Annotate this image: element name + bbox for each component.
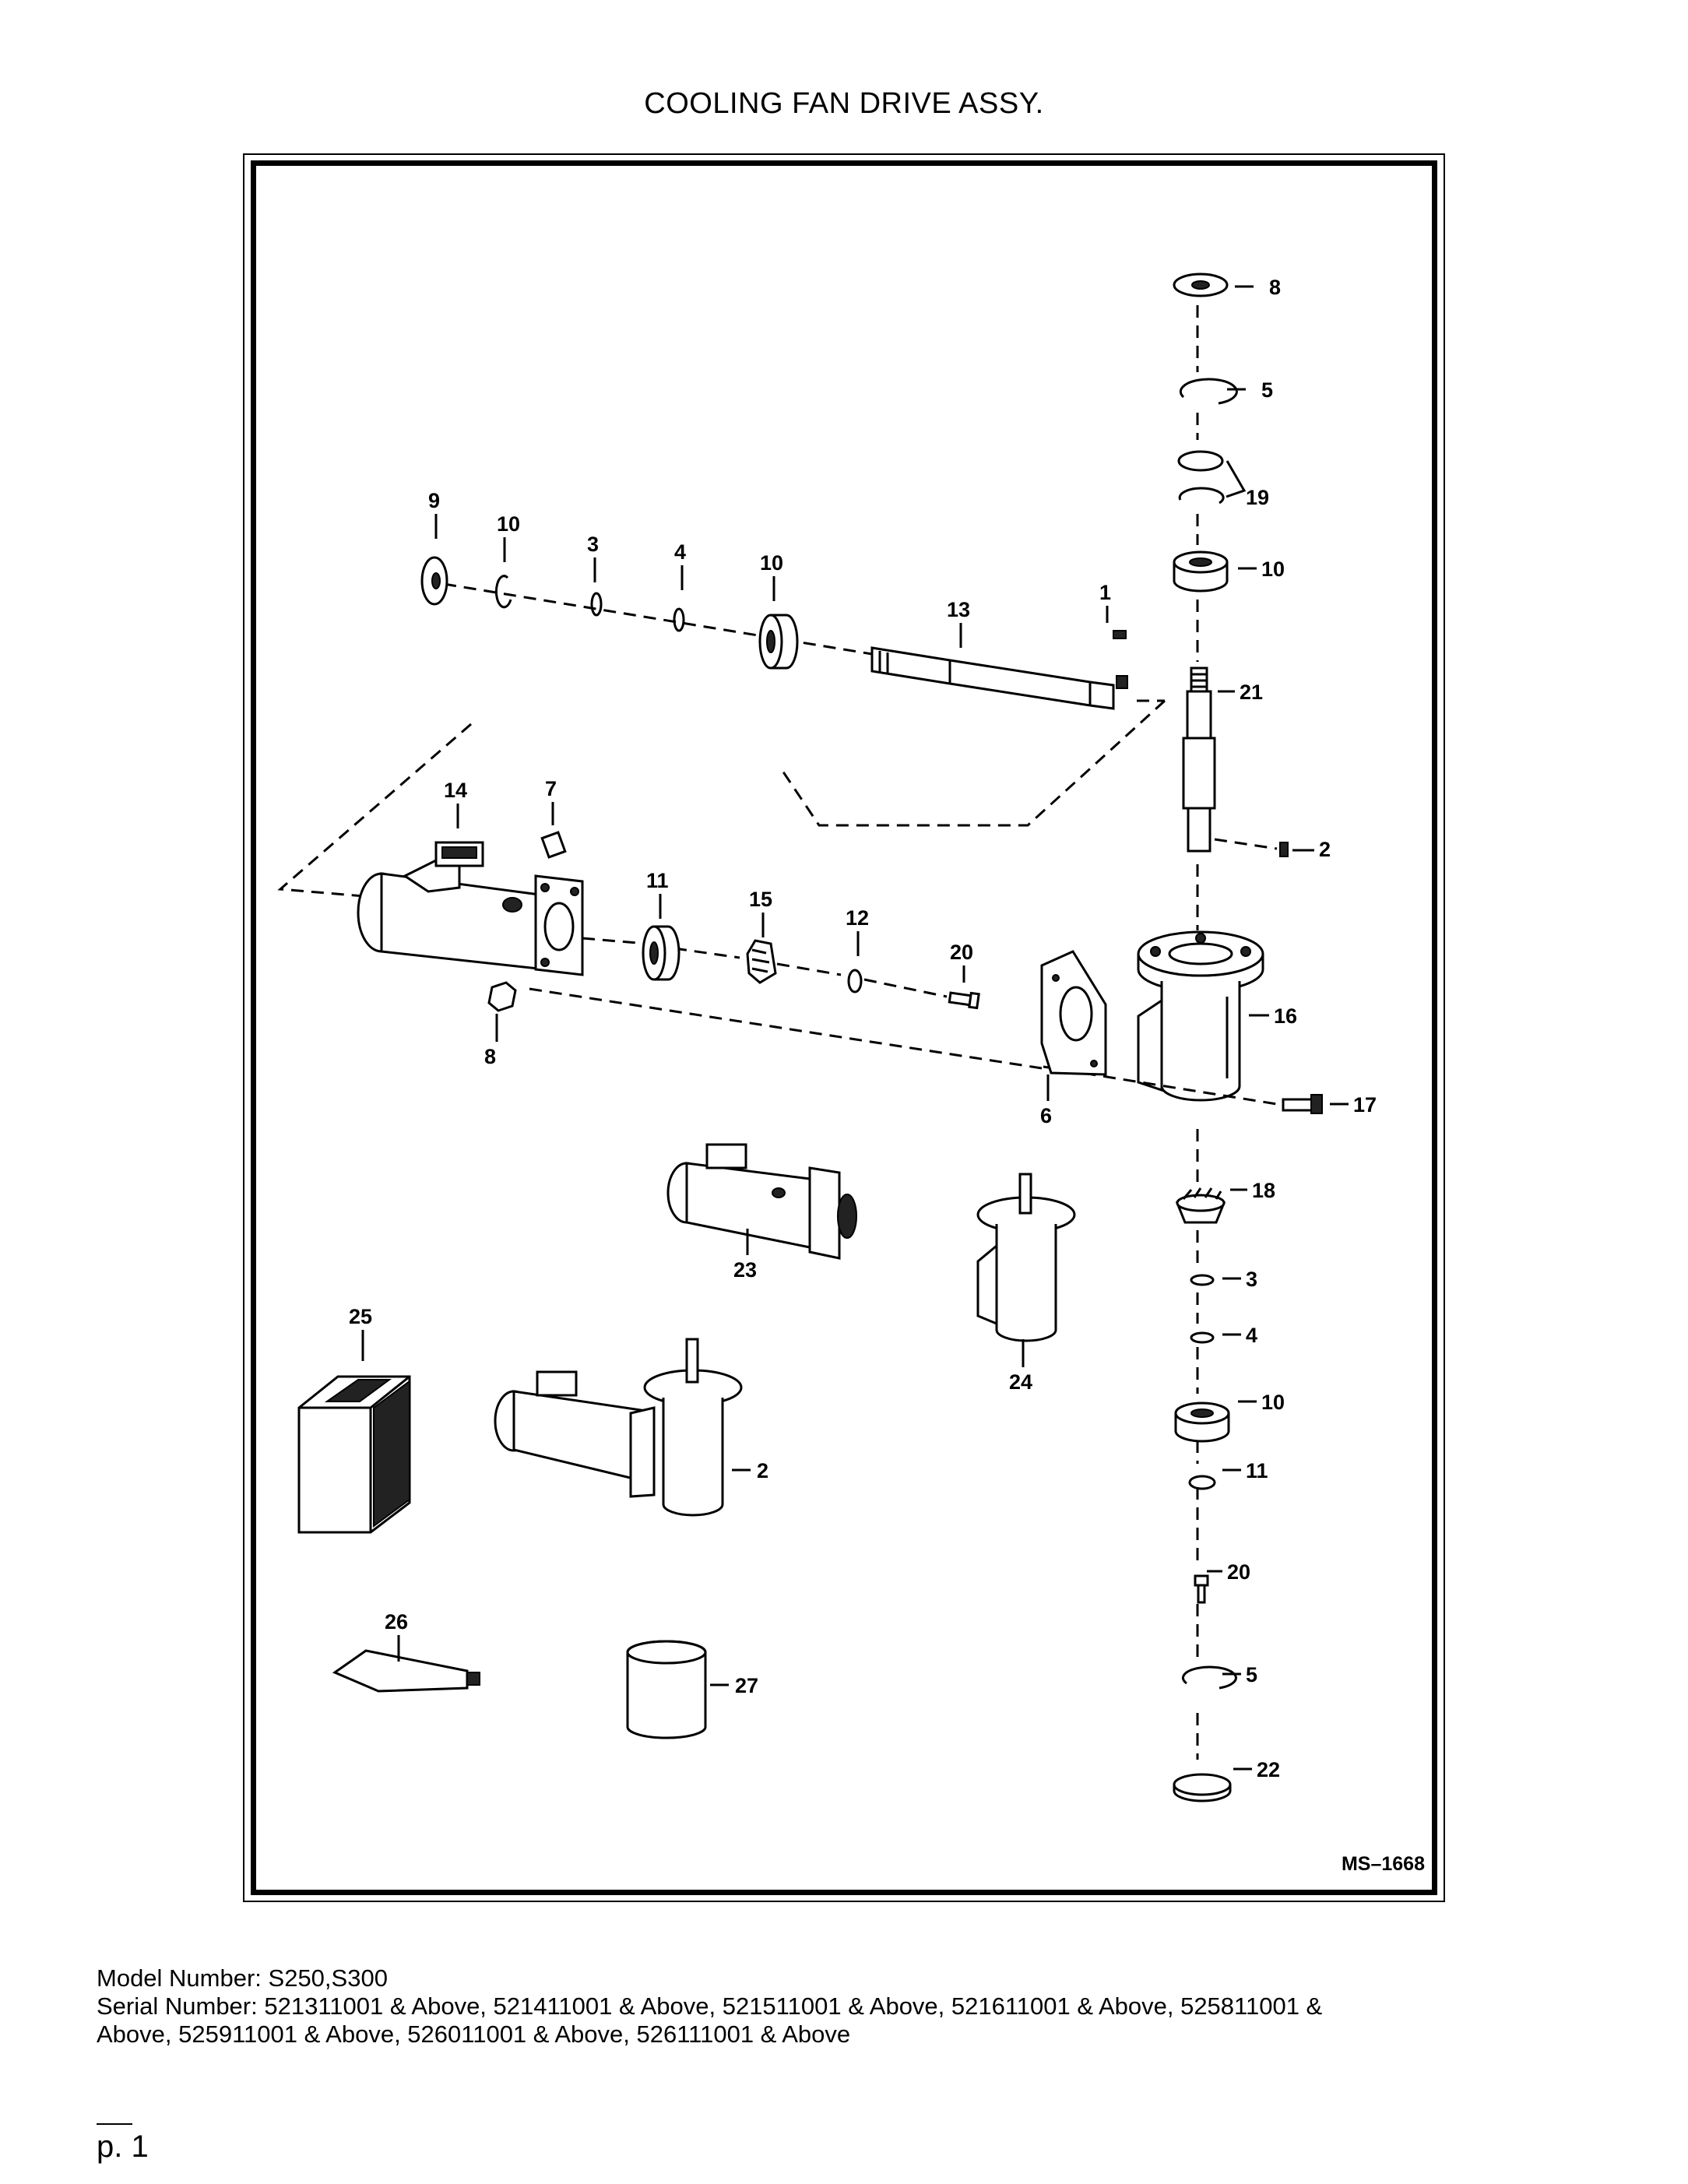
gasket-7 — [1040, 950, 1107, 1076]
callout-16: 16 — [1274, 1004, 1297, 1028]
callout-5-top: 5 — [1261, 378, 1273, 402]
screw-20-vertical — [1194, 1574, 1209, 1604]
ring-11-vertical — [1188, 1475, 1216, 1490]
callout-21: 21 — [1240, 681, 1263, 704]
snap-ring-5-top — [1179, 378, 1238, 405]
ring-9 — [494, 575, 512, 609]
callout-25: 23 — [733, 1258, 757, 1282]
page-rule — [97, 2123, 132, 2125]
tube-23 — [332, 1649, 480, 1693]
serial-number-line-2: Above, 525911001 & Above, 526011001 & Ab… — [97, 2020, 851, 2048]
callout-15: 8 — [484, 1045, 496, 1068]
callout-10-horizontal-upper: 10 — [760, 551, 783, 575]
bolt-17 — [1043, 1065, 1323, 1114]
callout-19: 19 — [1246, 486, 1269, 509]
subassembly-26 — [976, 1173, 1076, 1342]
washer-8-top — [1173, 273, 1229, 297]
callout-18: 18 — [1252, 1179, 1275, 1202]
screw-20-horizontal — [948, 991, 980, 1010]
pin-2-upper — [1113, 630, 1128, 689]
ring-3-vertical — [1190, 1274, 1215, 1286]
assembly-1 — [494, 1338, 743, 1517]
callout-6: 7 — [545, 777, 557, 800]
callout-22: 22 — [1257, 1758, 1280, 1781]
callout-8-left: 9 — [428, 489, 440, 512]
callout-labels: 8 5 19 10 21 2 16 17 18 3 4 10 11 20 5 2… — [349, 276, 1377, 1781]
shaft-12 — [870, 646, 1115, 710]
washer-8-left — [420, 556, 448, 606]
upper-shaft-centerline — [277, 582, 1166, 914]
callout-8-top: 8 — [1269, 276, 1281, 299]
callout-13: 14 — [444, 779, 467, 802]
shim-19 — [1177, 450, 1225, 505]
diagram-frame-outer — [243, 153, 1445, 1902]
ring-4-horizontal — [673, 607, 685, 632]
bearing-10-horizontal-middle — [642, 925, 680, 981]
callout-9: 10 — [497, 512, 520, 536]
kit-box-27 — [297, 1375, 411, 1534]
can-24 — [626, 1640, 707, 1739]
serial-number-line-1: Serial Number: 521311001 & Above, 521411… — [97, 1992, 1323, 2020]
callout-20-vertical: 20 — [1227, 1560, 1250, 1584]
callout-4-vertical: 4 — [1246, 1324, 1257, 1347]
callout-3-vertical: 3 — [1246, 1268, 1257, 1291]
callout-1: 2 — [757, 1459, 768, 1482]
cap-22 — [1173, 1773, 1232, 1802]
ring-3-horizontal — [590, 592, 603, 617]
callout-2-upper: 1 — [1099, 581, 1111, 604]
callout-10-horizontal-middle: 11 — [646, 869, 669, 892]
ring-11-horizontal — [847, 969, 863, 994]
callout-11-horizontal: 12 — [846, 906, 869, 930]
shaft-21 — [1182, 666, 1216, 853]
callout-2-shaft: 2 — [1319, 838, 1331, 861]
callout-12: 13 — [947, 598, 970, 621]
snap-ring-5-lower — [1181, 1665, 1237, 1690]
callout-23: 26 — [385, 1610, 408, 1634]
callout-10-lower: 10 — [1261, 1391, 1285, 1414]
page-title: COOLING FAN DRIVE ASSY. — [644, 87, 1044, 120]
callout-7: 6 — [1040, 1104, 1052, 1127]
gear-18 — [1175, 1187, 1226, 1224]
gear-14 — [746, 939, 777, 984]
callout-10-top: 10 — [1261, 557, 1285, 581]
housing-16 — [1137, 930, 1264, 1102]
ring-4-vertical — [1190, 1331, 1215, 1344]
model-number-line: Model Number: S250,S300 — [97, 1964, 388, 1992]
callout-26: 24 — [1009, 1370, 1032, 1394]
callout-17: 17 — [1353, 1093, 1377, 1117]
bearing-10-top — [1173, 550, 1229, 593]
bearing-10-lower — [1174, 1401, 1230, 1443]
tube-assembly-13 — [357, 841, 584, 976]
nut-15 — [487, 981, 517, 1012]
subassembly-25 — [666, 1143, 857, 1260]
drawing-number: MS–1668 — [1341, 1853, 1425, 1875]
callout-3-horizontal: 3 — [587, 533, 599, 556]
plug-6 — [540, 831, 567, 859]
middle-centerline — [529, 937, 1043, 1070]
callout-4-horizontal: 4 — [674, 540, 686, 564]
pin-2-shaft — [1214, 838, 1314, 857]
callout-14: 15 — [749, 888, 772, 911]
page-number: p. 1 — [97, 2129, 149, 2164]
callout-5-lower: 5 — [1246, 1663, 1257, 1686]
callout-24: 27 — [735, 1674, 758, 1697]
callout-27: 25 — [349, 1305, 372, 1328]
callout-11-vertical: 11 — [1246, 1459, 1268, 1482]
diagram-frame — [251, 160, 1437, 1895]
model-serial-info: Model Number: S250,S300 Serial Number: 5… — [97, 1964, 1599, 2049]
bearing-10-horizontal-upper — [758, 614, 799, 670]
callout-20-horizontal: 20 — [950, 941, 973, 964]
leader-lines — [361, 285, 1349, 1771]
